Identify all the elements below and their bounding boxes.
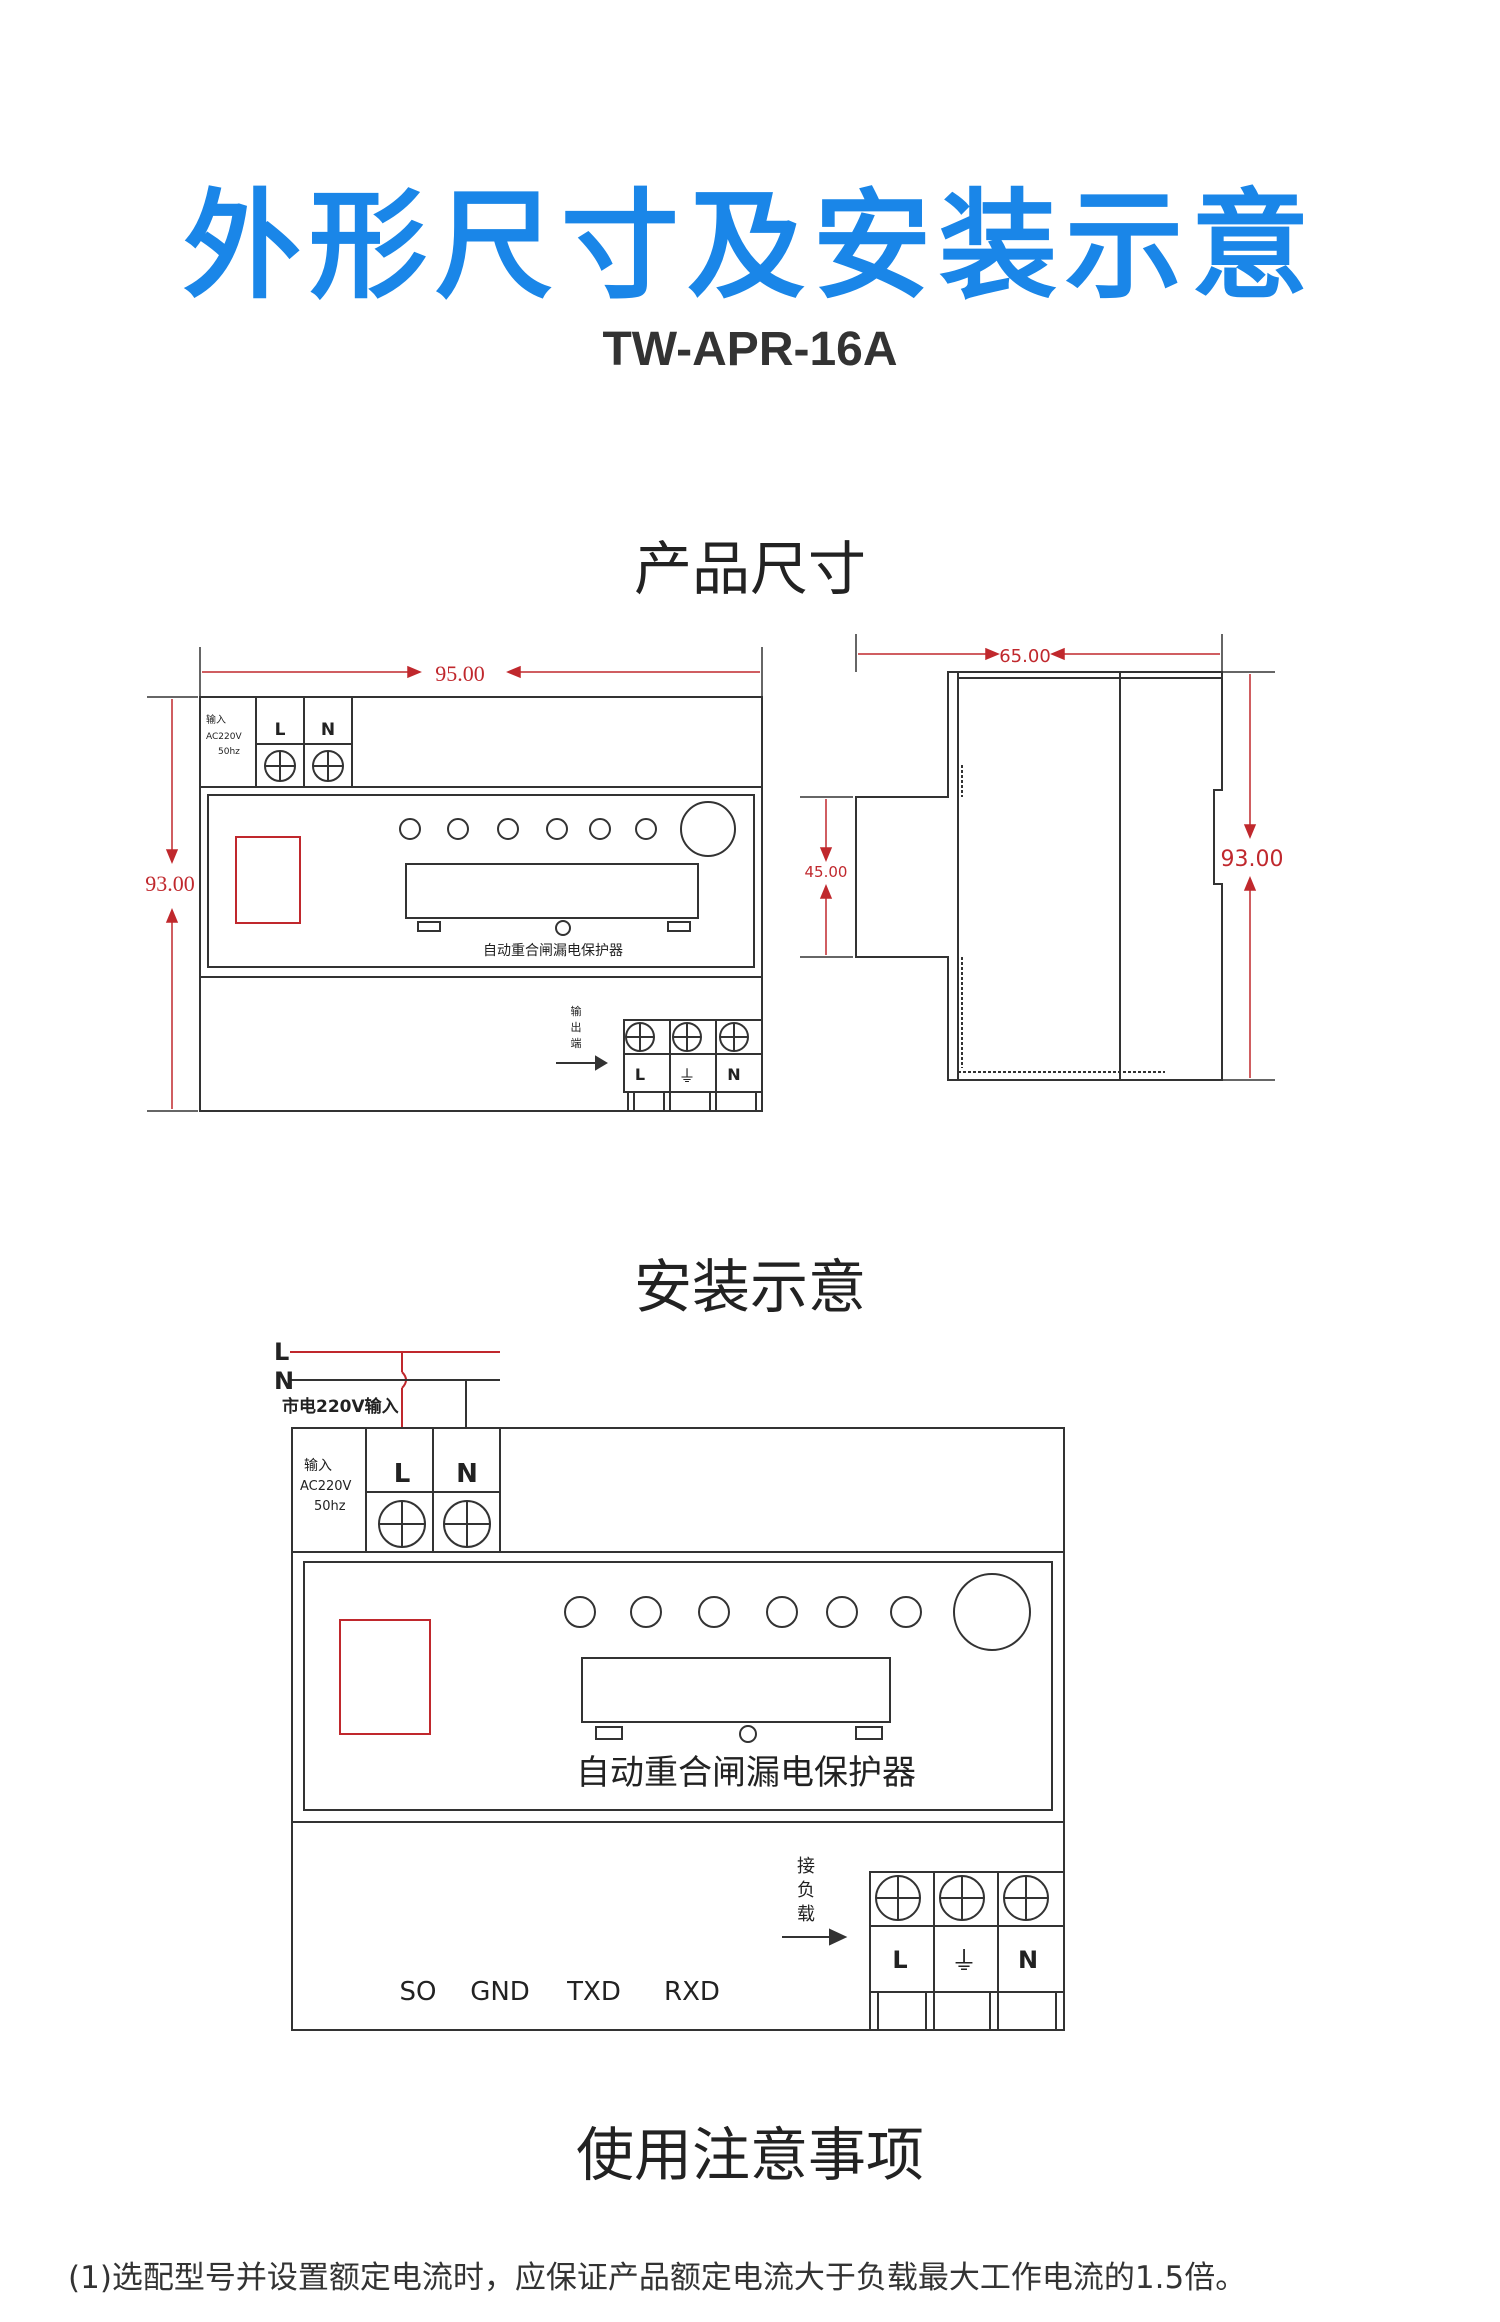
terminal-L-label: L [275, 720, 286, 740]
rail-dimension-label: 45.00 [805, 863, 848, 881]
section-title-dimensions: 产品尺寸 [633, 535, 866, 603]
install-input-label-2: AC220V [300, 1479, 352, 1494]
load-label-1: 接 [797, 1856, 815, 1877]
input-label-3: 50hz [218, 747, 240, 757]
output-N-label: N [727, 1065, 740, 1084]
port-rxd-label: RXD [664, 1977, 720, 2007]
model-number: TW-APR-16A [602, 323, 898, 376]
side-view-drawing [855, 671, 1223, 1081]
install-input-label-3: 50hz [314, 1499, 346, 1514]
installation-drawing: L N 市电220V输入 输入 AC220V 50hz L N 自动重合闸漏电保… [274, 1338, 1065, 2031]
front-view-drawing [199, 696, 763, 1112]
install-terminal-N-label: N [456, 1459, 478, 1489]
load-label-2: 负 [797, 1880, 815, 1901]
neutral-wiring [290, 1379, 1065, 2031]
depth-dimension-label: 65.00 [999, 646, 1051, 667]
device-name-small: 自动重合闸漏电保护器 [483, 943, 623, 959]
section-title-notes: 使用注意事项 [575, 2121, 924, 2189]
line-N-label: N [274, 1367, 294, 1395]
install-out-ground-label: ⏚ [951, 1947, 977, 1977]
install-terminal-L-label: L [394, 1459, 411, 1489]
note-item: (1)选配型号并设置额定电流时，应保证产品额定电流大于负载最大工作电流的1.5倍… [68, 2260, 1247, 2296]
install-output-terminal-block [869, 1871, 1065, 1993]
install-display-screen [581, 1657, 891, 1723]
knob [680, 801, 736, 857]
height-dimension-label: 93.00 [145, 871, 195, 896]
page-title: 外形尺寸及安装示意 [182, 177, 1317, 315]
install-out-N-label: N [1018, 1946, 1038, 1974]
red-window [235, 836, 301, 924]
input-label-2: AC220V [206, 732, 242, 742]
install-knob [953, 1573, 1031, 1651]
port-gnd-label: GND [470, 1977, 530, 2007]
load-label-3: 载 [797, 1904, 815, 1925]
side-view-dimensions [800, 634, 1275, 1081]
output-L-label: L [635, 1065, 645, 1084]
port-txd-label: TXD [566, 1977, 621, 2007]
output-ground-label: ⏚ [679, 1067, 696, 1087]
side-height-dimension-label: 93.00 [1221, 847, 1284, 872]
output-label-2: 出 [571, 1020, 582, 1034]
line-L-label: L [274, 1338, 289, 1366]
section-title-installation: 安装示意 [633, 1253, 866, 1321]
port-so-label: SO [400, 1977, 437, 2007]
mains-input-label: 市电220V输入 [282, 1396, 399, 1417]
install-device-name: 自动重合闸漏电保护器 [576, 1753, 916, 1793]
width-dimension-label: 95.00 [435, 661, 485, 686]
output-label-1: 输 [571, 1004, 582, 1018]
output-label-3: 端 [571, 1037, 582, 1050]
input-label-1: 输入 [206, 713, 226, 726]
install-out-L-label: L [892, 1946, 907, 1974]
install-input-label-1: 输入 [304, 1458, 332, 1474]
front-view-dimensions [147, 647, 763, 1112]
display-screen [405, 863, 699, 919]
output-terminal-block [623, 1019, 763, 1093]
install-red-window [339, 1619, 431, 1735]
terminal-N-label: N [321, 720, 335, 740]
